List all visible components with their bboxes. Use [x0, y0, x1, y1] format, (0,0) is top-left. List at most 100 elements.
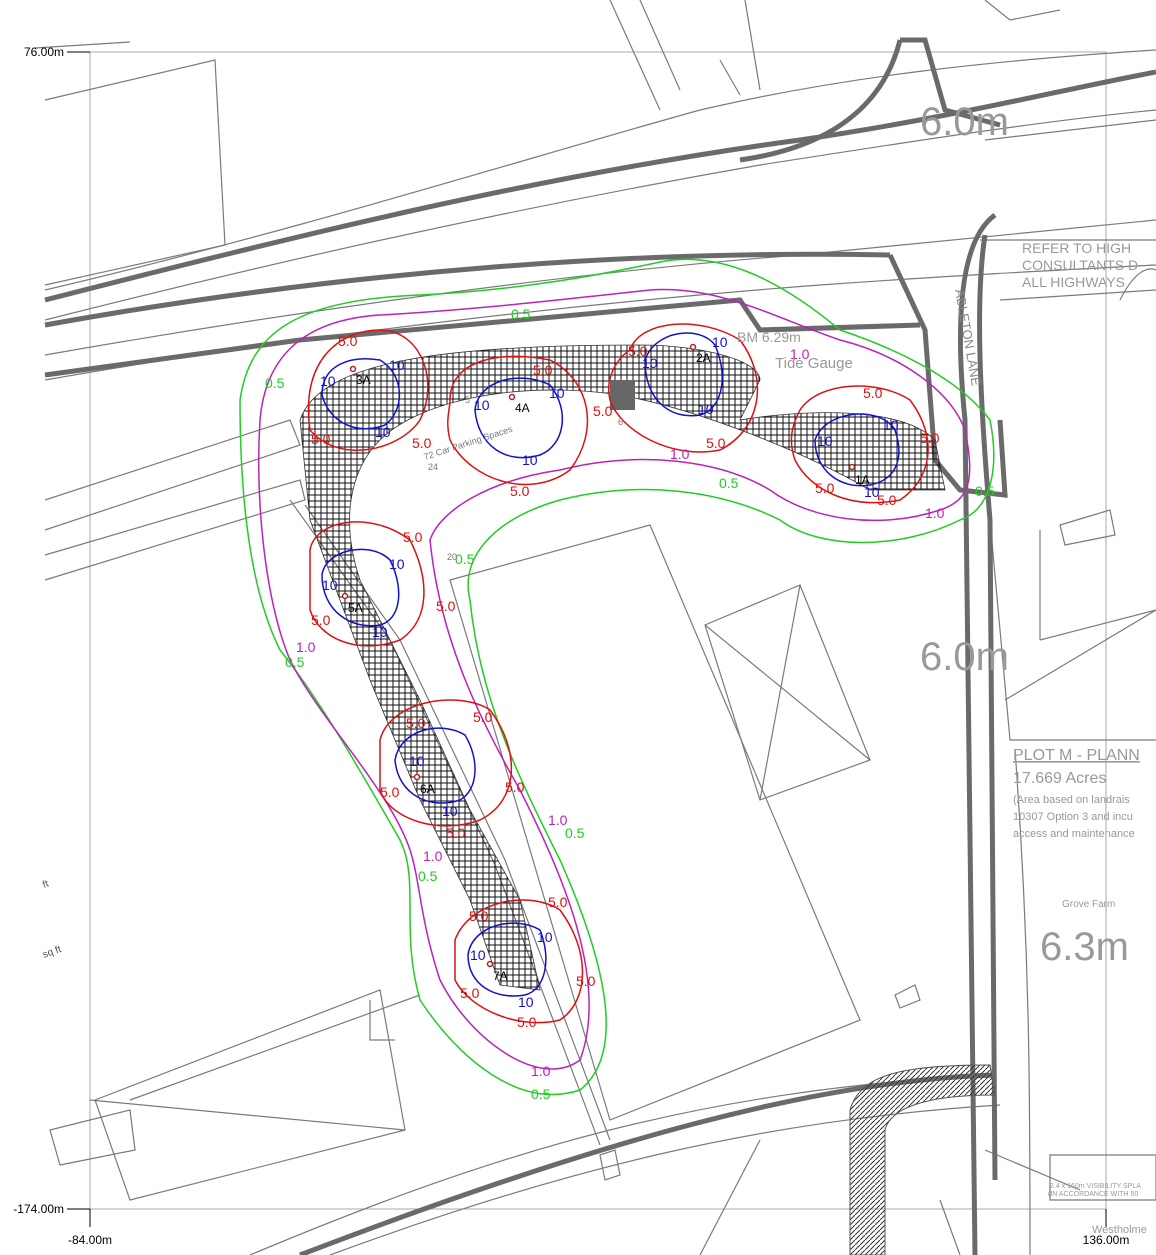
receptor-label: 7A [493, 969, 508, 983]
bay-number: 5 [465, 395, 470, 405]
contour-label-10: 10 [642, 355, 658, 371]
receptor-label: 6A [420, 782, 435, 796]
receptor-label: 2A [696, 351, 711, 365]
contour-label-5-0: 5.0 [863, 385, 883, 401]
x-axis-right-label: 136.00m [1083, 1233, 1130, 1247]
contour-label-5-0: 5.0 [533, 362, 553, 378]
contour-label-1-0: 1.0 [790, 346, 810, 362]
bay-number: 6 [618, 417, 623, 427]
area-unit-label: ft [41, 879, 50, 891]
contour-label-10: 10 [474, 397, 490, 413]
contour-label-10: 10 [375, 424, 391, 440]
receptor-label: 1A [855, 473, 870, 487]
contour-label-5-0: 5.0 [706, 435, 726, 451]
contour-label-10: 10 [322, 577, 338, 593]
contour-label-10: 10 [470, 947, 486, 963]
contour-label-10: 10 [442, 803, 458, 819]
tide-gauge-block [610, 380, 635, 410]
contour-label-1-0: 1.0 [670, 446, 690, 462]
contour-label-0-5: 0.5 [265, 375, 285, 391]
highways-note-line: ALL HIGHWAYS [1022, 274, 1125, 290]
contour-label-0-5: 0.5 [418, 868, 438, 884]
y-axis-bottom-label: -174.00m [13, 1202, 64, 1216]
receptor-3A-marker [349, 365, 357, 373]
contour-label-0-5: 0.5 [531, 1086, 551, 1102]
contour-label-1-0: 1.0 [925, 505, 945, 521]
contour-label-1-0: 1.0 [548, 812, 568, 828]
receptor-4A-marker [508, 393, 516, 401]
contour-label-5-0: 5.0 [505, 779, 525, 795]
contour-label-5-0: 5.0 [473, 709, 493, 725]
contour-label-0-5: 0.5 [975, 483, 995, 499]
receptor-2A-marker [689, 343, 697, 351]
visibility-note-line: (IN ACCORDANCE WITH 50 [1048, 1191, 1138, 1198]
tide-gauge-label: Tide Gauge [775, 355, 853, 372]
contour-label-0-5: 0.5 [455, 551, 475, 567]
contour-label-10: 10 [372, 624, 388, 640]
contour-label-0-5: 0.5 [719, 475, 739, 491]
contour-label-10: 10 [698, 401, 714, 417]
highways-note-line: CONSULTANTS D [1022, 257, 1138, 273]
contour-label-10: 10 [883, 417, 899, 433]
contour-label-10: 10 [817, 433, 833, 449]
contour-label-5-0: 5.0 [517, 1014, 537, 1030]
contour-label-10: 10 [537, 929, 553, 945]
contour-label-10: 10 [522, 452, 538, 468]
height-label: 6.0m [920, 635, 1009, 679]
contour-label-5-0: 5.0 [311, 612, 331, 628]
contour-label-1-0: 1.0 [423, 848, 443, 864]
bottom-right-hatched-road [849, 1064, 996, 1255]
receptor-label: 4A [515, 401, 530, 415]
contour-label-5-0: 5.0 [576, 973, 596, 989]
bay-number: 24 [428, 462, 438, 472]
visibility-note-line: 2.4 x 160m VISIBILITY SPLA [1050, 1183, 1141, 1190]
contour-label-5-0: 5.0 [380, 784, 400, 800]
contour-label-5-0: 5.0 [510, 483, 530, 499]
contour-label-5-0: 5.0 [436, 598, 456, 614]
receptor-1A-marker [848, 463, 856, 471]
car-parking-label: 72 Car Parking Spaces [423, 424, 515, 462]
receptor-markers [341, 343, 856, 968]
contour-label-5-0: 5.0 [469, 908, 489, 924]
contour-label-10: 10 [712, 334, 728, 350]
contour-label-10: 10 [389, 357, 405, 373]
plot-frame [89, 51, 1107, 1210]
contour-label-5-0: 5.0 [403, 529, 423, 545]
receptor-6A-marker [413, 773, 421, 781]
receptor-7A-marker [486, 960, 494, 968]
contour-label-5-0: 5.0 [460, 985, 480, 1001]
coordinate-axes: 76.00m -174.00m -84.00m 136.00m [13, 45, 1129, 1247]
contour-label-1-0: 1.0 [531, 1063, 551, 1079]
area-unit-label: sq ft [41, 944, 63, 961]
y-axis-top-label: 76.00m [24, 45, 64, 59]
contour-label-0-5: 0.5 [511, 306, 531, 322]
contour-5-0 [307, 323, 929, 1024]
contour-label-5-0: 5.0 [593, 403, 613, 419]
grove-farm-label: Grove Farm [1062, 899, 1115, 910]
highways-note-line: REFER TO HIGH [1022, 240, 1131, 256]
contour-label-0-5: 0.5 [565, 825, 585, 841]
contour-label-5-0: 5.0 [815, 480, 835, 496]
receptor-label: 3A [356, 373, 371, 387]
contour-label-10: 10 [518, 994, 534, 1010]
contour-label-5-0: 5.0 [628, 343, 648, 359]
plot-acres: 17.669 Acres [1013, 770, 1106, 787]
car-park-hatch [299, 344, 946, 991]
contour-label-10: 10 [320, 373, 336, 389]
plot-note-line: (Area based on landrais [1013, 794, 1130, 806]
contour-label-10: 10 [389, 556, 405, 572]
plot-title: PLOT M - PLANN [1013, 747, 1140, 764]
contour-label-5-0: 5.0 [338, 333, 358, 349]
contour-label-0-5: 0.5 [285, 654, 305, 670]
contour-label-5-0: 5.0 [412, 435, 432, 451]
contour-0-5 [239, 258, 995, 1096]
height-label: 6.3m [1040, 925, 1129, 969]
contour-label-10: 10 [864, 484, 880, 500]
plot-note-line: access and maintenance [1013, 828, 1135, 840]
receptor-label: 5A [348, 601, 363, 615]
contour-label-5-0: 5.0 [920, 430, 940, 446]
contour-label-1-0: 1.0 [296, 639, 316, 655]
bay-number: 20 [447, 552, 457, 562]
contour-label-5-0: 5.0 [311, 431, 331, 447]
